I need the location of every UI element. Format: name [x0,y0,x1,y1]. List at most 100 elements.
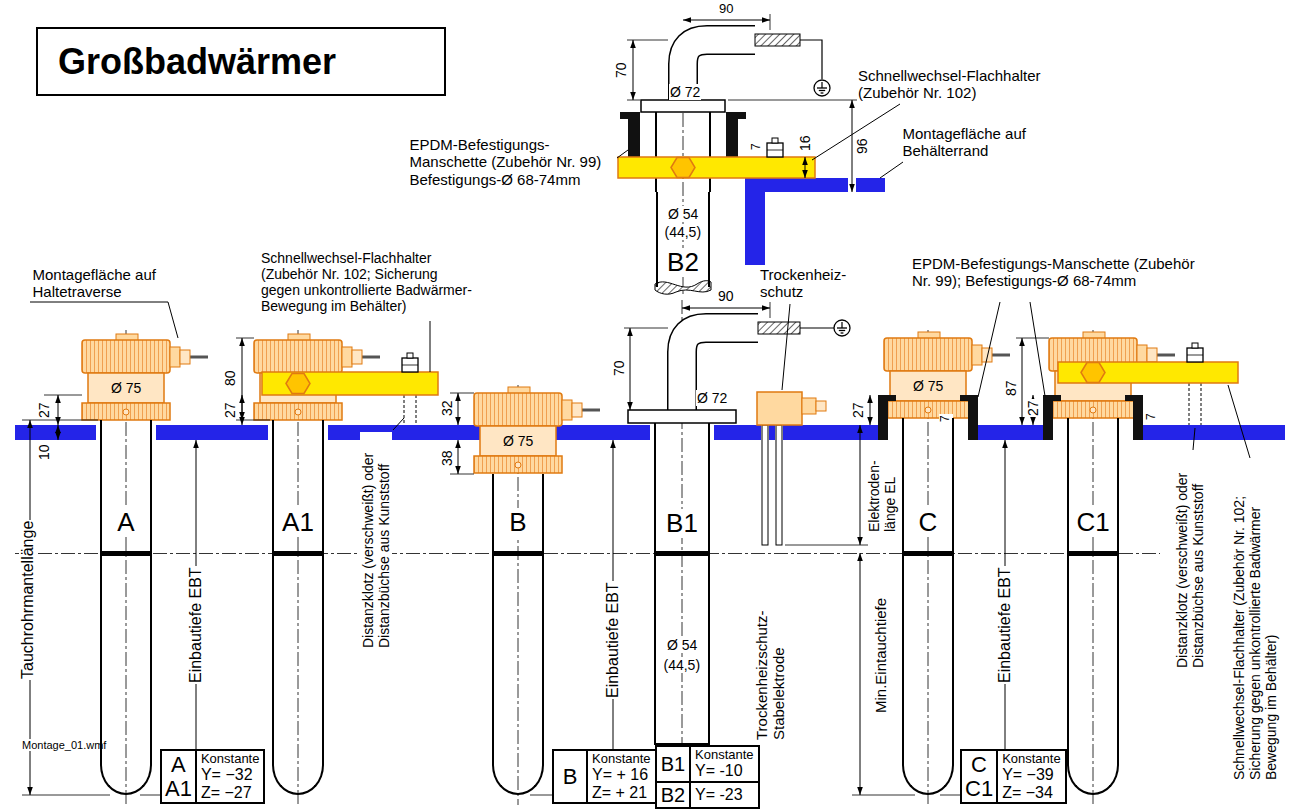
constant-cell: KonstanteY= + 16Z= + 21 [588,751,655,802]
constant-value: Z= −34 [1002,784,1061,802]
vertical-annotation: Distanzklotz (verschweißt) oder Distanzb… [1174,452,1206,669]
heater-heads [884,332,1010,418]
heating-zone-band [102,551,150,556]
leader-lines [782,304,790,390]
vertical-annotation: Trockenheizschutz- Stabelektrode [753,599,788,741]
annotation: Montagefläche auf Haltetraverse [32,266,169,301]
tank-rim [769,425,775,440]
heater-tube: B2 [656,192,710,287]
b2-detail [755,34,800,46]
annotation: EPDM-Befestigungs- Manschette (Zubehör N… [409,136,616,188]
dimension-lines [683,20,770,21]
vertical-annotation: 96 [854,137,870,155]
constant-value: Y= + 16 [592,766,651,784]
extension-lines [785,545,868,546]
vertical-annotation: Einbautiefe EBT [996,566,1014,684]
quick-change-holders [1189,383,1190,425]
b2-detail [641,100,725,112]
table-row: B2Y= -23 [657,781,758,807]
dry-run-electrode [816,401,826,411]
heater-b1 [682,328,758,412]
constant-table: B1KonstanteY= -10B2Y= -23 [655,745,760,809]
annotation: Ø 75 [912,378,944,394]
quick-change-holders [262,372,438,395]
dry-run-electrode [776,425,782,545]
tank-rim [1143,425,1285,440]
heater-b1 [800,327,834,328]
title-text: Großbadwärmer [58,39,424,84]
vertical-annotation: Einbautiefe EBT [187,566,205,684]
b2-detail [767,138,783,157]
leader-lines [1193,428,1195,450]
vertical-annotation: Distanzklotz (verschweißt) oder Distanzb… [360,432,392,649]
variant-letter: A1 [165,777,192,801]
heater-heads [474,387,600,473]
extension-lines [770,302,771,318]
vertical-annotation: Schnellwechsel-Flachhalter (Zubehör Nr. … [1231,459,1279,781]
heating-zone-band [494,551,542,556]
dimension-lines [682,308,770,309]
extension-lines [852,795,915,796]
table-row: B1KonstanteY= -10 [657,747,758,781]
dry-run-electrode [802,398,816,414]
constant-value: Konstante [695,748,754,762]
dimension-lines [58,395,59,425]
annotation: Schnellwechsel-Flachhalter (Zubehör Nr. … [857,67,1059,102]
vertical-annotation: 27 [850,401,866,419]
heater-tube: A1 [272,420,324,795]
vertical-annotation: 7 [1145,412,1159,421]
vertical-annotation: 70 [611,359,627,377]
b2-detail [620,112,640,119]
epdm-cuffs [1133,395,1143,440]
vertical-annotation: Min.Eintauchtiefe [872,596,889,713]
tube-letter: B [507,508,528,537]
quick-change-holders [1187,343,1203,362]
constant-value: Konstante [1002,752,1061,766]
quick-change-holders [1081,363,1105,383]
variant-letter: B2 [660,784,686,806]
heater-b1 [834,320,850,336]
heater-b1 [758,322,800,334]
extension-lines [22,420,98,421]
heating-zone-band [904,551,952,556]
tank-rim [550,425,650,440]
vertical-annotation: 70 [613,61,629,79]
annotation: EPDM-Befestigungs-Manschette (Zubehör Nr… [911,255,1213,290]
vertical-annotation: 27 [36,401,52,419]
annotation: (44,5) [663,657,702,673]
vertical-annotation: 7 [750,142,764,151]
leader-lines [1030,302,1045,396]
vertical-annotation: Tauchrohrmantellänge [19,520,37,680]
quick-change-holders [1201,383,1202,425]
dimension-lines [58,425,59,440]
heating-zone-band [656,551,708,556]
heating-zone-band [274,551,322,556]
leader-lines [30,104,1250,458]
variant-cell: AA1 [162,751,197,802]
annotation: (44,5) [664,224,703,240]
constant-value: Y= −32 [201,766,260,784]
leader-lines [978,302,1000,397]
epdm-cuffs [1125,395,1143,401]
dimension-lines [860,425,861,545]
epdm-cuffs [1043,395,1053,440]
constant-value: Z= + 21 [592,784,651,802]
heater-b1 [628,320,850,423]
variant-letter: A [165,753,192,777]
heating-zone-band [1069,551,1117,556]
tube-letter: C [917,508,940,537]
variant-letter: C1 [965,777,993,801]
extension-lines [22,795,110,796]
vertical-annotation: 32 [439,399,455,417]
leader-lines [430,321,431,372]
vertical-annotation: Elektroden- länge EL [866,451,898,533]
tank-rim [783,425,878,440]
b2-detail [856,178,885,192]
heating-zone-band [102,551,1117,556]
dry-run-electrode [762,425,768,545]
tube-letter: A1 [280,508,316,537]
extension-lines [770,14,771,30]
extension-lines [627,100,640,101]
